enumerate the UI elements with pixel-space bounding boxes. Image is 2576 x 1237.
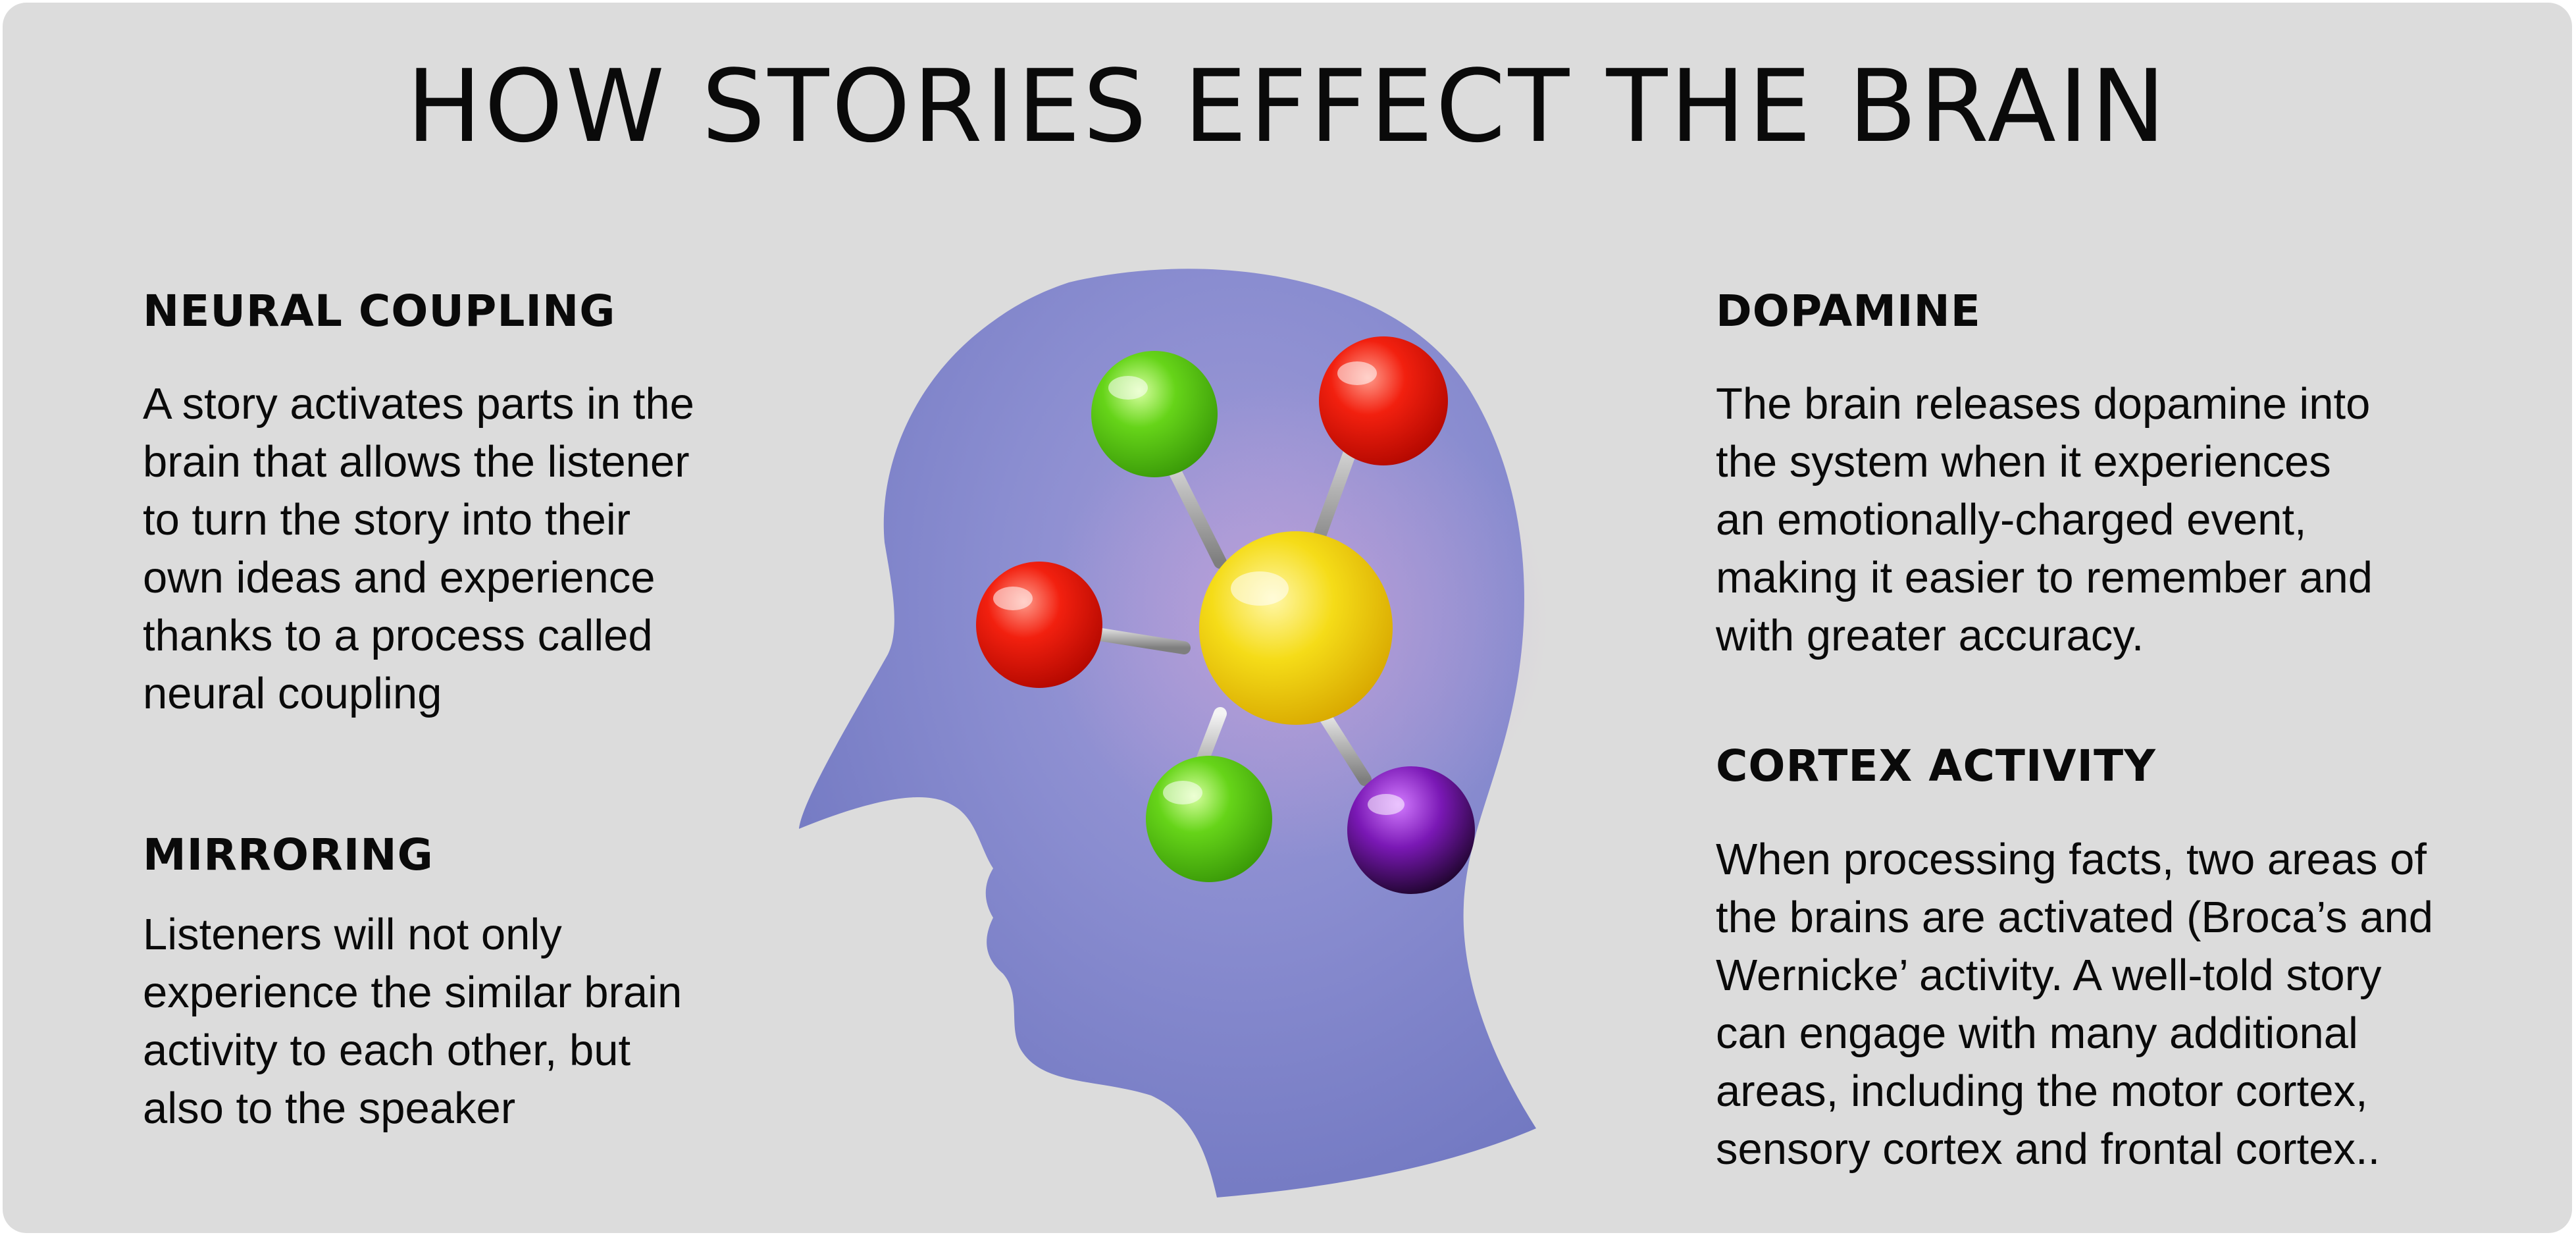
- mirroring-text: Listeners will not only experience the s…: [143, 910, 683, 1133]
- red-atom-top: [1319, 336, 1448, 465]
- mirroring-heading: MIRRORING: [143, 829, 434, 880]
- green-atom-top: [1091, 351, 1218, 477]
- red-atom-left: [976, 562, 1102, 688]
- head-with-molecule-icon: [799, 269, 1549, 1198]
- cortex-activity-heading: CORTEX ACTIVITY: [1716, 741, 2156, 791]
- neural-coupling-text: A story activates parts in the brain tha…: [143, 379, 694, 718]
- green-atom-bottom: [1146, 756, 1272, 882]
- purple-atom: [1347, 766, 1475, 894]
- dopamine-heading: DOPAMINE: [1716, 286, 1981, 336]
- dopamine-text: The brain releases dopamine into the sys…: [1716, 379, 2373, 660]
- neural-coupling-heading: NEURAL COUPLING: [143, 286, 616, 336]
- page-title: HOW STORIES EFFECT THE BRAIN: [406, 48, 2169, 165]
- yellow-center-atom: [1199, 531, 1393, 725]
- cortex-activity-text: When processing facts, two areas of the …: [1716, 835, 2433, 1174]
- infographic-card: HOW STORIES EFFECT THE BRAIN NEURAL COUP…: [3, 3, 2572, 1233]
